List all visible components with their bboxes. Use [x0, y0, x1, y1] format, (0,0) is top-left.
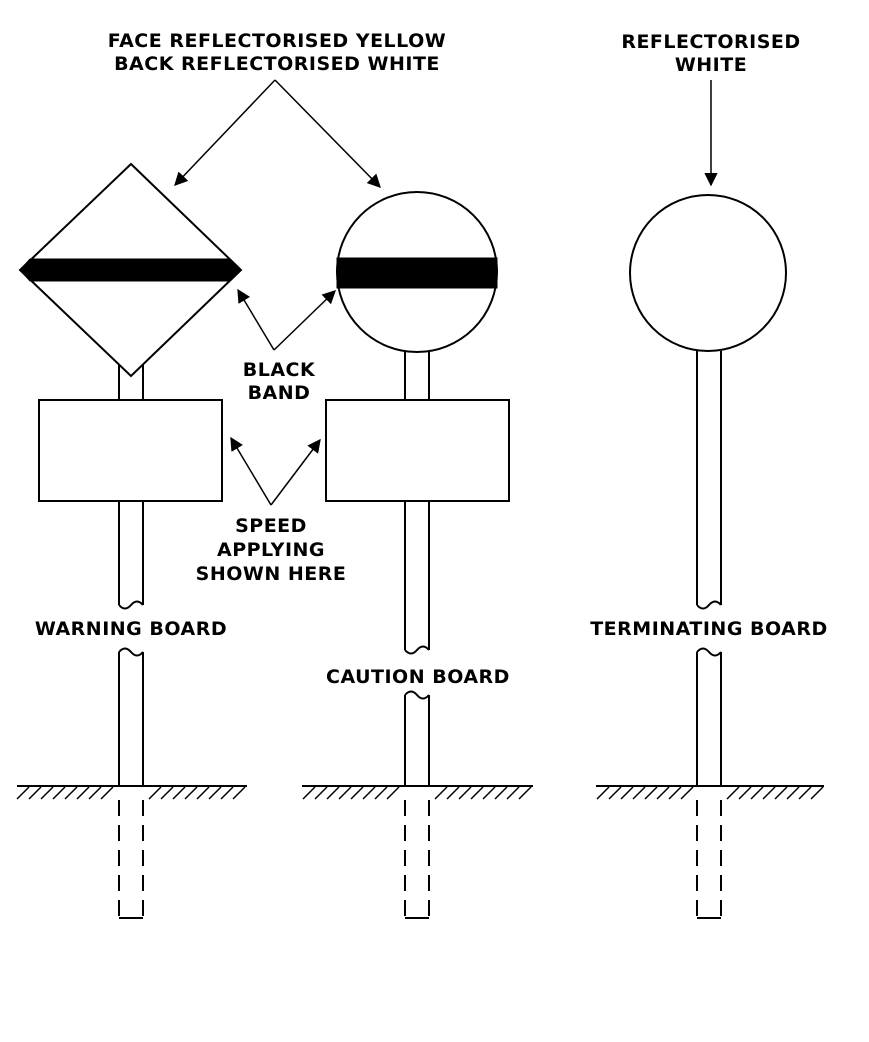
terminating-disc — [629, 194, 787, 352]
face-arrows — [174, 79, 381, 188]
caution-board-label: CAUTION BOARD — [326, 666, 510, 688]
warning-board-sign — [16, 162, 247, 919]
black-band-arrows — [237, 288, 336, 351]
speed-label-line2: APPLYING — [217, 539, 325, 561]
speed-arrows — [230, 436, 321, 506]
black-band-label-line1: BLACK — [243, 359, 316, 381]
face-label-line2: BACK REFLECTORISED WHITE — [114, 53, 440, 75]
terminating-board-label: TERMINATING BOARD — [590, 618, 828, 640]
caution-speed-plate — [325, 399, 510, 502]
speed-label-line1: SPEED — [235, 515, 307, 537]
warning-board-label: WARNING BOARD — [35, 618, 227, 640]
warning-black-band — [19, 258, 242, 282]
reflectorised-label-line1: REFLECTORISED — [621, 31, 800, 53]
face-label-line1: FACE REFLECTORISED YELLOW — [108, 30, 446, 52]
reflectorised-label-line2: WHITE — [675, 54, 747, 76]
black-band-label-line2: BAND — [248, 382, 311, 404]
warning-speed-plate — [38, 399, 223, 502]
speed-label-line3: SHOWN HERE — [196, 563, 347, 585]
caution-board-sign — [302, 191, 533, 919]
terminating-board-sign — [596, 194, 824, 919]
caution-black-band — [336, 257, 498, 289]
